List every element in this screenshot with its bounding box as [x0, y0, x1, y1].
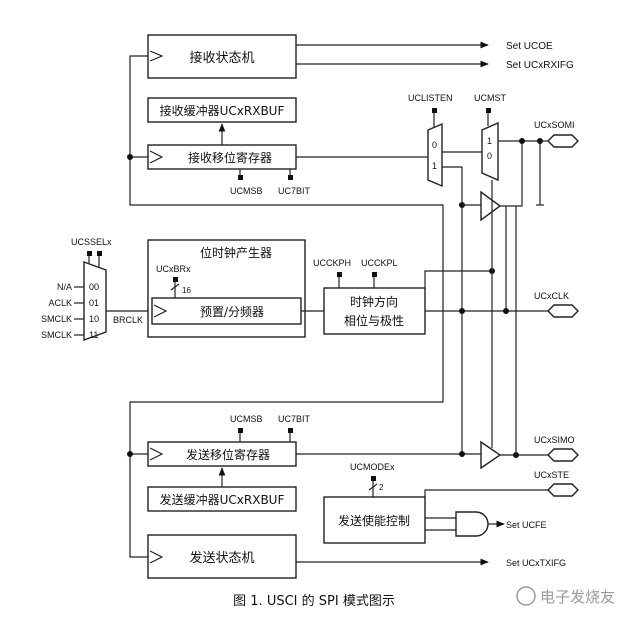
- brclk-label: BRCLK: [113, 315, 143, 325]
- mux-input-na: N/A: [57, 282, 72, 292]
- ucclk-label: UCxCLK: [534, 291, 569, 301]
- mux-sel-11: 11: [89, 330, 98, 340]
- tx-clock-bus: [129, 244, 444, 558]
- uclisten-mux-one: 1: [432, 161, 437, 171]
- ucmsb-rx-label: UCMSB: [230, 186, 263, 196]
- watermark-logo-icon: [516, 586, 536, 606]
- uc7bit-rx-label: UC7BIT: [278, 186, 311, 196]
- uclisten-mux-zero: 0: [432, 140, 437, 150]
- mux-sel-00: 00: [89, 282, 99, 292]
- clock-input-marker: [153, 304, 168, 318]
- uclisten-label: UCLISTEN: [408, 93, 453, 103]
- mux-sel-01: 01: [89, 298, 99, 308]
- clock-input-marker: [149, 50, 164, 62]
- uc7bit-rx-pin: [288, 175, 293, 180]
- set-ucoe-label: Set UCOE: [506, 41, 553, 52]
- rx-clock-bus: [129, 55, 444, 244]
- ucbrx-label: UCxBRx: [156, 264, 191, 274]
- junction-dot: [459, 451, 465, 457]
- ucste-pin: [547, 483, 579, 497]
- rx-buffer-label: 接收缓冲器UCxRXBUF: [160, 103, 285, 118]
- rx-state-machine-block: [147, 34, 297, 79]
- uclisten-mux: [427, 122, 443, 188]
- ucmode-label: UCMODEx: [350, 462, 395, 472]
- tx-enable-label: 发送使能控制: [338, 513, 410, 528]
- rx-buffer-block: [147, 97, 297, 123]
- clock-input-marker: [149, 447, 164, 461]
- rx-shift-register-block: [147, 144, 297, 170]
- tx-state-machine-block: [147, 534, 297, 579]
- ucsomi-label: UCxSOMI: [534, 120, 575, 130]
- bit-clock-generator-label: 位时钟产生器: [200, 245, 272, 260]
- junction-dot: [127, 154, 133, 160]
- ucmst-pin: [486, 108, 491, 113]
- ucmsb-tx-pin: [238, 428, 243, 433]
- junction-dot: [459, 308, 465, 314]
- ucmode-bus-slash: [368, 483, 378, 491]
- clock-polarity-label: 相位与极性: [344, 313, 404, 328]
- ucmst-label: UCMST: [474, 93, 506, 103]
- tx-shift-register-label: 发送移位寄存器: [186, 447, 270, 462]
- rx-shift-register-label: 接收移位寄存器: [188, 150, 272, 165]
- ste-wire: [424, 489, 548, 497]
- tx-state-machine-label: 发送状态机: [189, 550, 254, 566]
- and-gate: [455, 511, 489, 537]
- mux-sel-10: 10: [89, 314, 99, 324]
- tx-shift-register-block: [147, 441, 297, 467]
- clock-direction-label: 时钟方向: [350, 294, 398, 309]
- ucmst-mux-zero: 0: [487, 151, 492, 161]
- ucmode-pin: [371, 476, 376, 481]
- ucbrx-bus-slash: [170, 283, 180, 291]
- simo-feedback-wire: [442, 166, 463, 455]
- ucmsb-rx-pin: [238, 175, 243, 180]
- ucssel-label: UCSSELx: [71, 237, 112, 247]
- clock-source-mux: [83, 261, 107, 341]
- ucsomi-pin: [547, 134, 579, 148]
- junction-dot: [519, 138, 525, 144]
- tx-buffer-block: [147, 486, 297, 512]
- uc7bit-tx-pin: [288, 428, 293, 433]
- simo-buffer: [480, 440, 502, 470]
- clock-input-marker: [149, 550, 164, 564]
- ucste-label: UCxSTE: [534, 470, 569, 480]
- mux-input-smclk: SMCLK: [41, 314, 72, 324]
- set-ucrxifg-label: Set UCxRXIFG: [506, 60, 574, 71]
- mux-input-aclk: ACLK: [48, 298, 72, 308]
- clock-dir-enable-wire: [424, 270, 492, 288]
- somi-buffer-out: [500, 141, 523, 207]
- figure-caption: 图 1. USCI 的 SPI 模式图示: [233, 593, 395, 609]
- ucmsb-tx-label: UCMSB: [230, 414, 263, 424]
- ucmst-mux-one: 1: [487, 136, 492, 146]
- rx-state-machine-label: 接收状态机: [189, 50, 254, 66]
- uclisten-pin: [432, 108, 437, 113]
- ucckpl-pin: [372, 272, 377, 277]
- ucckpl-label: UCCKPL: [361, 258, 398, 268]
- uc7bit-tx-label: UC7BIT: [278, 414, 311, 424]
- ucckph-pin: [337, 272, 342, 277]
- set-uctxifg-label: Set UCxTXIFG: [506, 558, 566, 568]
- ucssel-pin: [87, 251, 92, 256]
- clock-input-marker: [149, 150, 164, 164]
- ucsimo-label: UCxSIMO: [534, 435, 575, 445]
- tx-enable-block: [323, 496, 426, 544]
- bus-width-2: 2: [379, 483, 384, 492]
- prescaler-label: 预置/分频器: [200, 305, 264, 319]
- ucbrx-pin: [173, 277, 178, 282]
- ucmst-mux: [481, 121, 499, 182]
- somi-buffer: [480, 190, 502, 222]
- ucsimo-pin: [547, 448, 579, 462]
- ucclk-pin: [547, 304, 579, 318]
- ucssel-pin: [97, 251, 102, 256]
- tx-buffer-label: 发送缓冲器UCxRXBUF: [160, 492, 285, 507]
- bus-width-16: 16: [182, 286, 191, 295]
- ucckph-label: UCCKPH: [313, 258, 351, 268]
- junction-dot: [127, 451, 133, 457]
- set-ucfe-label: Set UCFE: [506, 520, 547, 530]
- mux-input-smclk: SMCLK: [41, 330, 72, 340]
- watermark-text: 电子发烧友: [540, 588, 615, 606]
